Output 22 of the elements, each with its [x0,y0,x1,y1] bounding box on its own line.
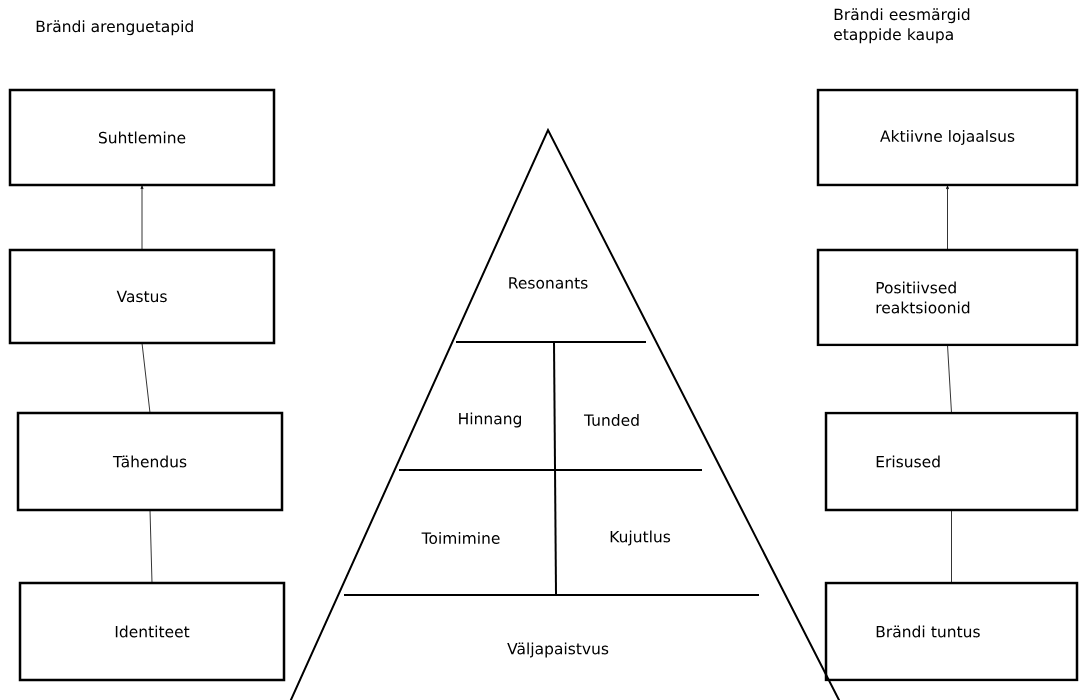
connector-line [149,509,153,584]
pyramid-level-text: Toimimine [421,532,500,544]
stage-box: Suhtlemine [8,88,276,187]
stage-box: Positiivsed reaktsioonid [816,248,1079,347]
stage-box: Tähendus [16,411,284,512]
stage-box: Aktiivne lojaalsus [816,88,1079,187]
stage-box: Erisused [824,411,1079,512]
connector-line [141,342,151,414]
heading: Brändi arenguetapid [36,20,193,36]
stage-box: Vastus [8,248,276,345]
connector-line [140,185,144,251]
connector-line [947,344,952,414]
connector-line [946,185,949,251]
heading: Brändi eesmärgid etappide kaupa [834,8,970,44]
pyramid-level-text: Hinnang [459,412,521,428]
pyramid-level-text: Tunded [583,414,639,426]
stage-box: Identiteet [18,581,286,682]
connector-line [951,509,952,584]
pyramid-level-text: Resonants [509,277,588,289]
pyramid-level-text: Väljapaistvus [507,642,609,658]
stage-box: Brändi tuntus [824,581,1079,682]
pyramid-level-text: Kujutlus [610,530,671,546]
